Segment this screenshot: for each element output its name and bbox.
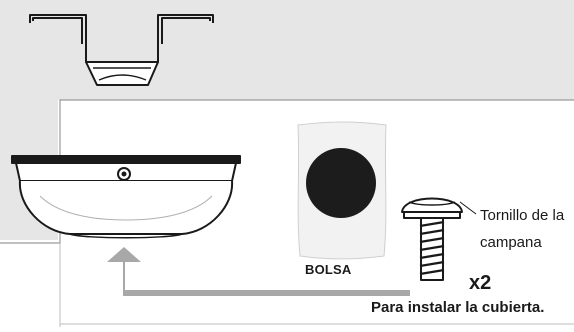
screw-name-line2: campana: [480, 234, 542, 251]
mounting-bracket: [29, 14, 214, 86]
screw-quantity: x2: [469, 272, 492, 294]
panel-outline: [59, 243, 574, 327]
cover-screw-hole: [117, 167, 131, 181]
bag-label: BOLSA: [305, 262, 352, 277]
bag-icon: [297, 121, 387, 260]
cover-shade: [11, 155, 241, 239]
screw-leader-line: [459, 201, 477, 215]
ceiling-wall-area: [0, 0, 574, 240]
screw-name-line1: Tornillo de la: [480, 207, 565, 224]
install-arrow: [107, 247, 410, 296]
install-caption: Para instalar la cubierta.: [371, 299, 545, 316]
screw-icon: [401, 197, 463, 281]
